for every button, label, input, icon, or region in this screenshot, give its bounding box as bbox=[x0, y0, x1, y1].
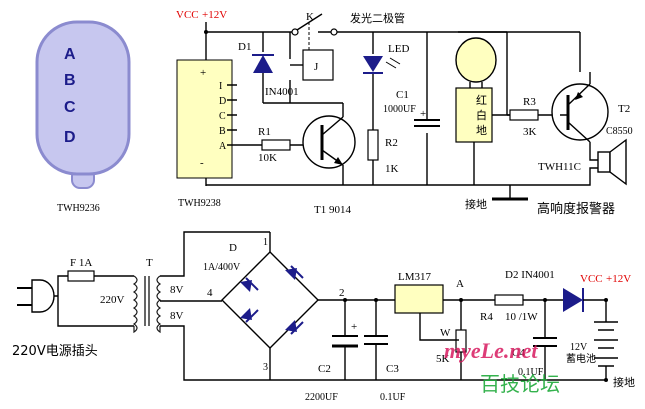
r3-value: 3K bbox=[523, 126, 537, 138]
battery-voltage: 12V bbox=[570, 342, 588, 353]
r2-value: 1K bbox=[385, 163, 399, 175]
t2-label: T2 bbox=[618, 103, 630, 115]
psu-vcc-value: +12V bbox=[606, 273, 631, 285]
d1-label: D1 bbox=[238, 41, 251, 53]
c3-label: C3 bbox=[386, 363, 399, 375]
speaker-part: TWH11C bbox=[538, 161, 581, 173]
watermark: myeLe.net 百技论坛 bbox=[444, 338, 560, 396]
c2-value: 2200UF bbox=[305, 392, 338, 403]
v-out2: 8V bbox=[170, 310, 184, 322]
alarm-ground-label: 接地 bbox=[465, 198, 487, 211]
watermark-site: myeLe.net bbox=[444, 338, 538, 363]
c1-plus: + bbox=[420, 108, 426, 120]
c2-label: C2 bbox=[318, 363, 331, 375]
chip-letter-c: C bbox=[64, 99, 76, 116]
node-a: A bbox=[456, 278, 464, 290]
c3-value: 0.1UF bbox=[380, 392, 406, 403]
chip-letter-b: B bbox=[64, 72, 76, 89]
t1-label: T1 9014 bbox=[314, 204, 351, 216]
bulb-cn-ground: 地 bbox=[476, 124, 487, 137]
relay-j: J bbox=[314, 61, 319, 73]
chip-letter-d: D bbox=[64, 129, 76, 146]
chip-twh9236: A B C D TWH9236 bbox=[35, 20, 131, 214]
alarm-title: 高响度报警器 bbox=[537, 201, 615, 217]
alarm-vcc-value: +12V bbox=[202, 9, 227, 21]
pot-value: 5K bbox=[436, 353, 450, 365]
switch-k: K bbox=[306, 11, 314, 23]
node-2: 2 bbox=[339, 287, 345, 299]
power-supply: 220V电源插头 F 1A T 220V 8V 8V D 1A/400V 1 2… bbox=[12, 231, 635, 403]
fuse-label: F 1A bbox=[70, 257, 92, 269]
c4-value: 0.1UF bbox=[518, 367, 544, 378]
watermark-forum: 百技论坛 bbox=[480, 372, 560, 396]
t2-part: C8550 bbox=[606, 126, 633, 137]
node-3: 3 bbox=[263, 362, 268, 373]
chip-letter-a: A bbox=[64, 46, 76, 63]
bridge-rating: 1A/400V bbox=[203, 262, 241, 273]
r1-label: R1 bbox=[258, 126, 271, 138]
d2-label: D2 IN4001 bbox=[505, 269, 555, 281]
v-out1: 8V bbox=[170, 284, 184, 296]
module-pin-b: B bbox=[219, 126, 226, 137]
alarm-vcc-label: VCC bbox=[176, 9, 199, 21]
c4-label: C4 bbox=[512, 347, 525, 359]
module-pin-a: A bbox=[219, 141, 227, 152]
d1-part: IN4001 bbox=[265, 86, 299, 98]
regulator-label: LM317 bbox=[398, 271, 432, 283]
alarm-circuit: VCC +12V K 发光二极管 D1 IN4001 J LED R2 1K bbox=[176, 9, 633, 217]
r4-value: 10 /1W bbox=[505, 311, 538, 323]
r3-label: R3 bbox=[523, 96, 536, 108]
bulb-cn-white: 白 bbox=[476, 108, 487, 122]
module-caption: TWH9238 bbox=[178, 198, 221, 209]
v-in: 220V bbox=[100, 294, 125, 306]
r1-value: 10K bbox=[258, 152, 277, 164]
module-pin-i: I bbox=[219, 81, 222, 92]
r4-label: R4 bbox=[480, 311, 493, 323]
module-pin-c: C bbox=[219, 111, 226, 122]
c1-label: C1 bbox=[396, 89, 409, 101]
battery-cn: 蓄电池 bbox=[566, 352, 596, 365]
pot-label: W bbox=[440, 327, 451, 339]
plug-label: 220V电源插头 bbox=[12, 344, 98, 359]
module-pin-d: D bbox=[219, 96, 226, 107]
transformer-label: T bbox=[146, 257, 153, 269]
psu-ground-label: 接地 bbox=[613, 376, 635, 389]
c1-value: 1000UF bbox=[383, 104, 416, 115]
node-4: 4 bbox=[207, 287, 213, 299]
bridge-label: D bbox=[229, 242, 237, 254]
module-twh9238: + - I D C B A TWH9238 bbox=[176, 59, 237, 209]
c2-plus: + bbox=[351, 321, 357, 333]
chip-caption: TWH9236 bbox=[57, 203, 100, 214]
r2-label: R2 bbox=[385, 137, 398, 149]
bulb-cn-red: 红 bbox=[476, 94, 487, 107]
node-1: 1 bbox=[263, 237, 268, 248]
module-minus: - bbox=[200, 157, 204, 169]
psu-vcc-label: VCC bbox=[580, 273, 603, 285]
module-plus: + bbox=[200, 67, 206, 79]
led-cn-label: 发光二极管 bbox=[350, 11, 405, 25]
led-label: LED bbox=[388, 43, 409, 55]
